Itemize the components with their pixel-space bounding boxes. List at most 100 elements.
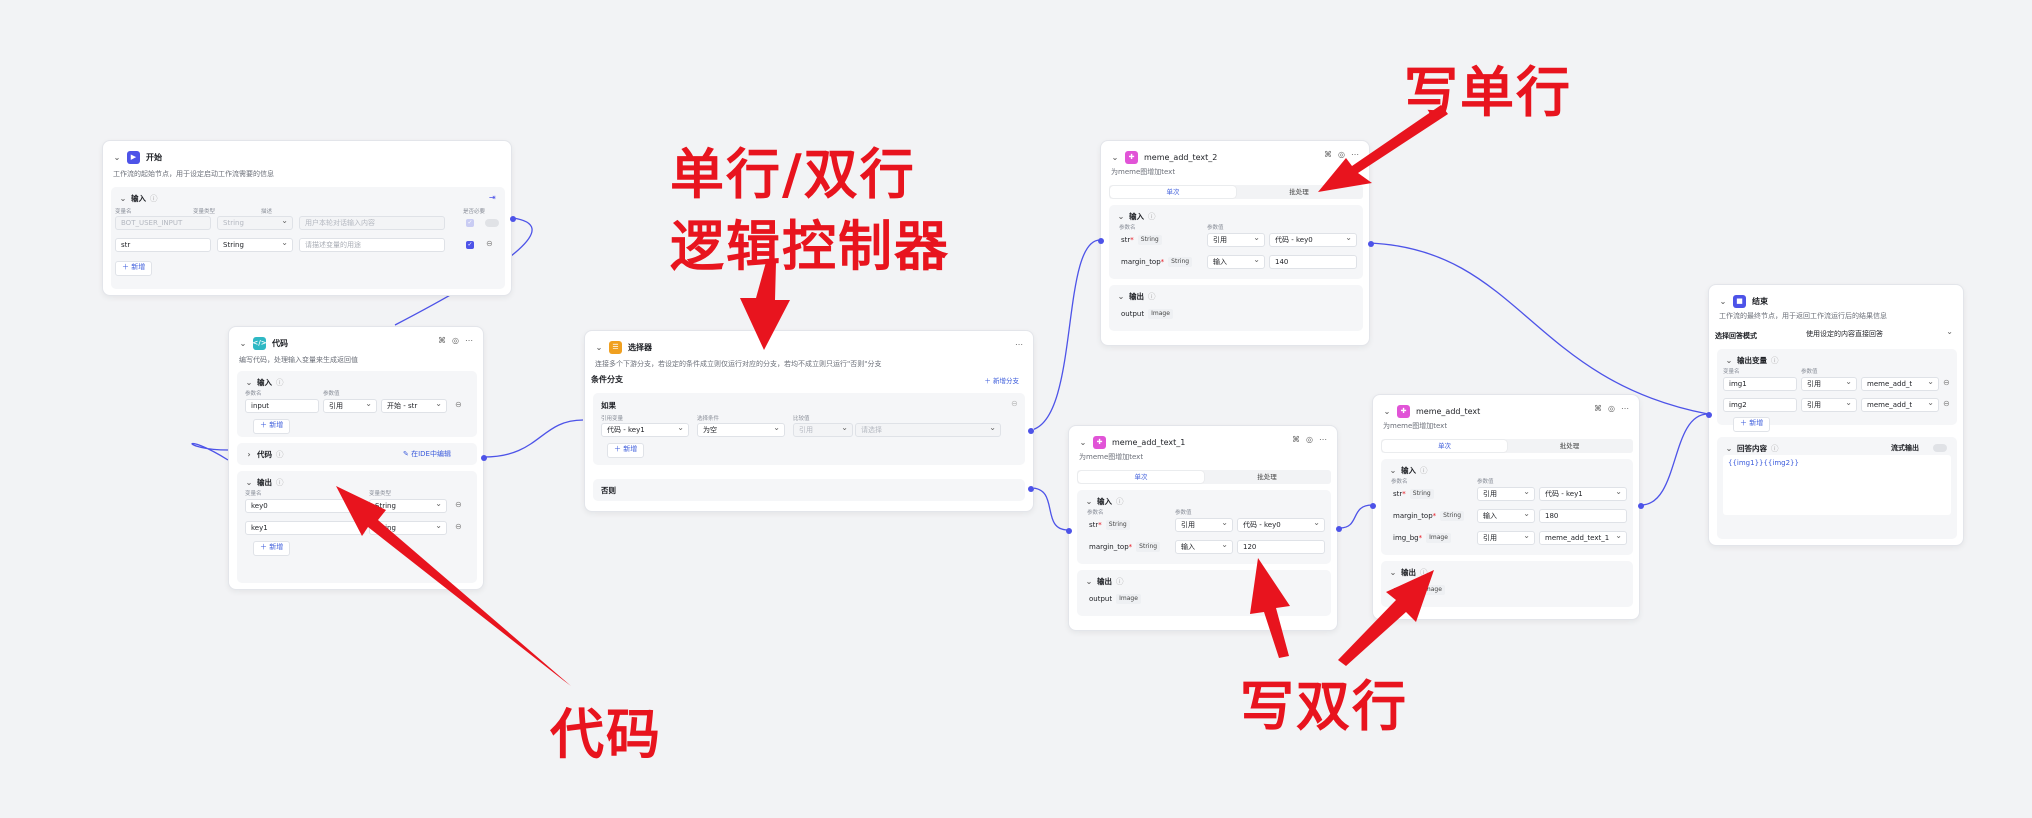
remove-icon[interactable]: ⊖: [455, 400, 462, 409]
reference-select[interactable]: 代码 - key0: [1269, 233, 1357, 247]
collapse-chevron-icon[interactable]: ⌄: [1111, 152, 1119, 162]
collapse-chevron-icon[interactable]: ⌄: [1383, 406, 1391, 416]
remove-icon[interactable]: ⊖: [1943, 399, 1950, 408]
meme-add-text-1-node[interactable]: ⌄✚meme_add_text_1 ⌘◎⋯ 为meme图增加text 单次 批处…: [1066, 425, 1342, 631]
more-icon[interactable]: ⋯: [1015, 340, 1023, 349]
collapse-chevron-icon[interactable]: ⌄: [595, 342, 603, 352]
collapse-chevron-icon[interactable]: ⌄: [113, 152, 121, 162]
collapse-chevron-icon[interactable]: ⌄: [1079, 437, 1087, 447]
param-name-field[interactable]: input: [245, 399, 319, 413]
value-mode-select[interactable]: 输入: [1477, 509, 1535, 523]
tab-single[interactable]: 单次: [1110, 186, 1236, 198]
meme-add-text-2-node[interactable]: ⌄✚meme_add_text_2 ⌘◎⋯ 为meme图增加text 单次 批处…: [1098, 140, 1374, 346]
value-mode-select[interactable]: 引用: [1477, 487, 1535, 501]
reference-select[interactable]: 代码 - key1: [1539, 487, 1627, 501]
var-type-select[interactable]: String: [217, 238, 293, 252]
more-icon[interactable]: ⋯: [1351, 150, 1359, 159]
add-branch-button[interactable]: ＋ 新增分支: [984, 375, 1019, 385]
value-mode-select[interactable]: 引用: [1175, 518, 1233, 532]
input-port[interactable]: [1098, 238, 1104, 244]
end-node[interactable]: ⌄■结束 工作流的最终节点，用于返回工作流运行后的结果信息 选择回答模式 使用设…: [1706, 284, 1964, 546]
reference-select[interactable]: meme_add_t: [1861, 377, 1939, 391]
remove-icon[interactable]: ⊖: [1943, 378, 1950, 387]
debug-icon[interactable]: ⌘: [438, 336, 447, 345]
output-port[interactable]: [1638, 503, 1644, 509]
output-type-select[interactable]: String: [369, 521, 447, 535]
import-icon[interactable]: ⇥: [489, 193, 496, 202]
var-desc-field[interactable]: 请描述变量的用途: [299, 238, 445, 252]
output-type-select[interactable]: String: [369, 499, 447, 513]
tab-batch[interactable]: 批处理: [1257, 473, 1277, 481]
debug-icon[interactable]: ⌘: [1324, 150, 1333, 159]
remove-icon[interactable]: ⊖: [455, 522, 462, 531]
tab-batch[interactable]: 批处理: [1289, 188, 1309, 196]
input-port[interactable]: [1706, 412, 1712, 418]
tab-single[interactable]: 单次: [1078, 471, 1204, 483]
selector-node[interactable]: ⌄☰选择器 ⋯ 连接多个下游分支，若设定的条件成立则仅运行对应的分支，若均不成立…: [584, 330, 1034, 512]
add-variable-button[interactable]: ＋ 新增: [115, 261, 153, 276]
output-port[interactable]: [510, 216, 516, 222]
condition-ref-select[interactable]: 代码 - key1: [601, 423, 689, 437]
meme-add-text-node[interactable]: ⌄✚meme_add_text ⌘◎⋯ 为meme图增加text 单次 批处理 …: [1370, 394, 1644, 620]
output-name-field[interactable]: img1: [1723, 377, 1797, 391]
debug-icon[interactable]: ⌘: [1292, 435, 1301, 444]
var-name-field[interactable]: str: [115, 238, 211, 252]
reference-select[interactable]: meme_add_t: [1861, 398, 1939, 412]
reference-select[interactable]: 代码 - key0: [1237, 518, 1325, 532]
output-name-field[interactable]: key1: [245, 521, 365, 535]
tab-batch[interactable]: 批处理: [1559, 442, 1580, 450]
add-condition-button[interactable]: ＋ 新增: [607, 443, 645, 458]
input-port[interactable]: [1370, 503, 1376, 509]
value-mode-select[interactable]: 输入: [1207, 255, 1265, 269]
remove-branch-icon[interactable]: ⊖: [1011, 399, 1018, 408]
output-port[interactable]: [1368, 241, 1374, 247]
output-name-field[interactable]: key0: [245, 499, 365, 513]
param-name: img_bg: [1393, 534, 1419, 542]
remove-icon[interactable]: ⊖: [455, 500, 462, 509]
value-input[interactable]: 180: [1539, 509, 1627, 523]
reference-select[interactable]: 开始 - str: [381, 399, 447, 413]
condition-operator-select[interactable]: 为空: [697, 423, 785, 437]
add-output-button[interactable]: ＋ 新增: [1733, 417, 1771, 432]
run-icon[interactable]: ◎: [452, 336, 459, 345]
debug-icon[interactable]: ⌘: [1594, 404, 1603, 413]
output-name-field[interactable]: img2: [1723, 398, 1797, 412]
remove-icon[interactable]: ⊖: [486, 239, 493, 248]
value-input[interactable]: 120: [1237, 540, 1325, 554]
input-port[interactable]: [1066, 528, 1072, 534]
value-mode-select[interactable]: 引用: [1477, 531, 1535, 545]
stream-output-toggle[interactable]: [1933, 444, 1947, 452]
reference-select[interactable]: meme_add_text_1: [1539, 531, 1627, 545]
value-input[interactable]: 140: [1269, 255, 1357, 269]
collapse-chevron-icon[interactable]: ⌄: [1719, 296, 1727, 306]
output-port[interactable]: [1336, 526, 1342, 532]
add-output-button[interactable]: ＋ 新增: [253, 541, 291, 556]
run-icon[interactable]: ◎: [1338, 150, 1345, 159]
collapse-chevron-icon[interactable]: ⌄: [239, 338, 247, 348]
required-checkbox[interactable]: ✓: [466, 241, 474, 249]
tab-single[interactable]: 单次: [1382, 440, 1507, 452]
output-port[interactable]: [481, 455, 487, 461]
add-param-button[interactable]: ＋ 新增: [253, 419, 291, 434]
value-mode-select[interactable]: 引用: [1801, 377, 1857, 391]
value-mode-select[interactable]: 引用: [1207, 233, 1265, 247]
value-mode-select[interactable]: 引用: [323, 399, 377, 413]
section-title: 输入: [1097, 497, 1112, 506]
more-icon[interactable]: ⋯: [1319, 435, 1327, 444]
run-icon[interactable]: ◎: [1608, 404, 1615, 413]
edit-in-ide-link[interactable]: ✎ 在IDE中编辑: [403, 449, 451, 459]
else-output-port[interactable]: [1028, 486, 1034, 492]
run-icon[interactable]: ◎: [1306, 435, 1313, 444]
value-mode-select[interactable]: 引用: [1801, 398, 1857, 412]
value-mode-select[interactable]: 输入: [1175, 540, 1233, 554]
answer-content-editor[interactable]: {{img1}}{{img2}}: [1723, 455, 1951, 515]
more-icon[interactable]: ⋯: [465, 336, 473, 345]
more-icon[interactable]: ⋯: [1621, 404, 1629, 413]
if-output-port[interactable]: [1028, 428, 1034, 434]
answer-mode-select[interactable]: 使用设定的内容直接回答: [1801, 328, 1957, 342]
